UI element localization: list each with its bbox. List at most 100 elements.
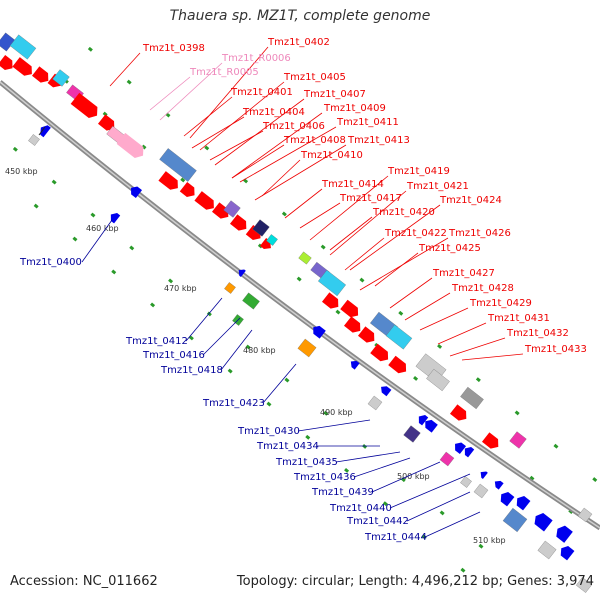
gene-label[interactable]: Tmz1t_0421 [406, 181, 469, 192]
gene-label[interactable]: Tmz1t_0440 [329, 503, 392, 514]
gene-label[interactable]: Tmz1t_0420 [372, 207, 435, 218]
gene-label[interactable]: Tmz1t_0430 [237, 426, 300, 437]
track-dot [141, 144, 147, 150]
leader-line [404, 292, 451, 321]
track-dot [362, 444, 368, 449]
leader-line [183, 96, 233, 137]
gene-block [297, 338, 317, 358]
gene-label[interactable]: Tmz1t_0409 [323, 103, 386, 114]
leader-line [231, 144, 285, 179]
track-dot [296, 276, 302, 282]
leader-line [297, 419, 371, 432]
gene-block [223, 200, 241, 218]
page-title: Thauera sp. MZ1T, complete genome [169, 8, 431, 24]
gene-label[interactable]: Tmz1t_R0006 [221, 53, 291, 64]
gene-label[interactable]: Tmz1t_0406 [262, 121, 325, 132]
gene-label[interactable]: Tmz1t_0400 [19, 257, 82, 268]
gene-label[interactable]: Tmz1t_0426 [448, 228, 511, 239]
gene-label[interactable]: Tmz1t_0419 [387, 166, 450, 177]
gene-label[interactable]: Tmz1t_0401 [230, 87, 293, 98]
rna-gene-labels: Tmz1t_R0006 Tmz1t_R0005 [189, 53, 291, 78]
leader-line [254, 144, 347, 201]
gene-label[interactable]: Tmz1t_0418 [160, 365, 223, 376]
gene-label[interactable]: Tmz1t_0429 [469, 298, 532, 309]
track-dot [126, 79, 132, 85]
leader-line [214, 98, 305, 166]
track-dot [529, 475, 535, 481]
forward-gene-arrow [230, 214, 247, 231]
gene-label[interactable]: Tmz1t_0398 [142, 43, 205, 54]
tick-mark-450 [38, 126, 46, 136]
tick-label-480: 480 kbp [243, 346, 276, 355]
gene-label[interactable]: Tmz1t_0439 [311, 487, 374, 498]
reverse-gene-arrow [556, 525, 573, 543]
gene-block [502, 507, 528, 533]
gene-block [252, 219, 270, 237]
gene-label[interactable]: Tmz1t_0410 [300, 150, 363, 161]
gene-label[interactable]: Tmz1t_0434 [256, 441, 319, 452]
gene-label[interactable]: Tmz1t_0414 [321, 179, 384, 190]
gene-block [224, 282, 236, 294]
track-dot [344, 468, 350, 473]
reverse-gene-arrow [500, 492, 515, 507]
gene-label[interactable]: Tmz1t_0405 [283, 72, 346, 83]
reverse-gene-labels: Tmz1t_0400 Tmz1t_0412 Tmz1t_0416 Tmz1t_0… [19, 257, 427, 543]
position-ticks: 450 kbp 460 kbp 470 kbp 480 kbp 490 kbp … [5, 126, 506, 545]
gene-label[interactable]: Tmz1t_0413 [347, 135, 410, 146]
track-dot [33, 203, 39, 209]
leader-line [406, 491, 471, 522]
track-dot [90, 212, 96, 218]
leader-line [202, 317, 241, 356]
gene-label[interactable]: Tmz1t_0407 [303, 89, 366, 100]
leader-line [424, 511, 481, 538]
track-dot [439, 510, 445, 516]
gene-block [9, 34, 37, 60]
forward-gene-arrow [344, 316, 361, 333]
gene-label[interactable]: Tmz1t_0442 [346, 516, 409, 527]
gene-label[interactable]: Tmz1t_0431 [487, 313, 550, 324]
track-dot [305, 434, 311, 440]
gene-block [537, 540, 557, 560]
tick-label-510: 510 kbp [473, 536, 506, 545]
leader-line [329, 190, 407, 256]
leader-line [284, 188, 323, 219]
forward-gene-arrow [158, 171, 178, 190]
leader-line [309, 175, 389, 241]
gene-label[interactable]: Tmz1t_0435 [275, 457, 338, 468]
gene-block [426, 368, 450, 392]
forward-gene-arrow [212, 202, 229, 219]
gene-label[interactable]: Tmz1t_0424 [439, 195, 502, 206]
reverse-gene-arrow [494, 480, 504, 490]
gene-label[interactable]: Tmz1t_0444 [364, 532, 427, 543]
leader-line [189, 46, 269, 139]
gene-label[interactable]: Tmz1t_0433 [524, 344, 587, 355]
gene-label[interactable]: Tmz1t_0425 [418, 243, 481, 254]
forward-gene-labels: Tmz1t_0398 Tmz1t_0402 Tmz1t_0405 Tmz1t_0… [142, 37, 587, 355]
forward-gene-arrow [340, 299, 359, 318]
gene-label[interactable]: Tmz1t_0404 [242, 107, 305, 118]
track-dot [281, 211, 287, 217]
track-dot [180, 177, 186, 183]
gene-label[interactable]: Tmz1t_0416 [142, 350, 205, 361]
gene-label[interactable]: Tmz1t_0436 [293, 472, 356, 483]
gene-label[interactable]: Tmz1t_R0005 [189, 67, 259, 78]
gene-label[interactable]: Tmz1t_0427 [432, 268, 495, 279]
track-dot [413, 376, 419, 381]
gene-block [460, 386, 484, 410]
track-dot [382, 501, 388, 507]
gene-label[interactable]: Tmz1t_0422 [384, 228, 447, 239]
gene-label[interactable]: Tmz1t_0412 [125, 336, 188, 347]
reverse-gene-arrow [110, 213, 121, 224]
leader-line [109, 52, 141, 87]
forward-gene-arrow [0, 54, 13, 70]
forward-gene-arrow [32, 66, 49, 83]
gene-label[interactable]: Tmz1t_0411 [336, 117, 399, 128]
gene-label[interactable]: Tmz1t_0402 [267, 37, 330, 48]
gene-label[interactable]: Tmz1t_0408 [283, 135, 346, 146]
gene-block [318, 269, 346, 297]
genome-backbone-highlight [0, 81, 600, 529]
gene-label[interactable]: Tmz1t_0423 [202, 398, 265, 409]
gene-label[interactable]: Tmz1t_0432 [506, 328, 569, 339]
gene-label[interactable]: Tmz1t_0428 [451, 283, 514, 294]
gene-label[interactable]: Tmz1t_0417 [339, 193, 402, 204]
